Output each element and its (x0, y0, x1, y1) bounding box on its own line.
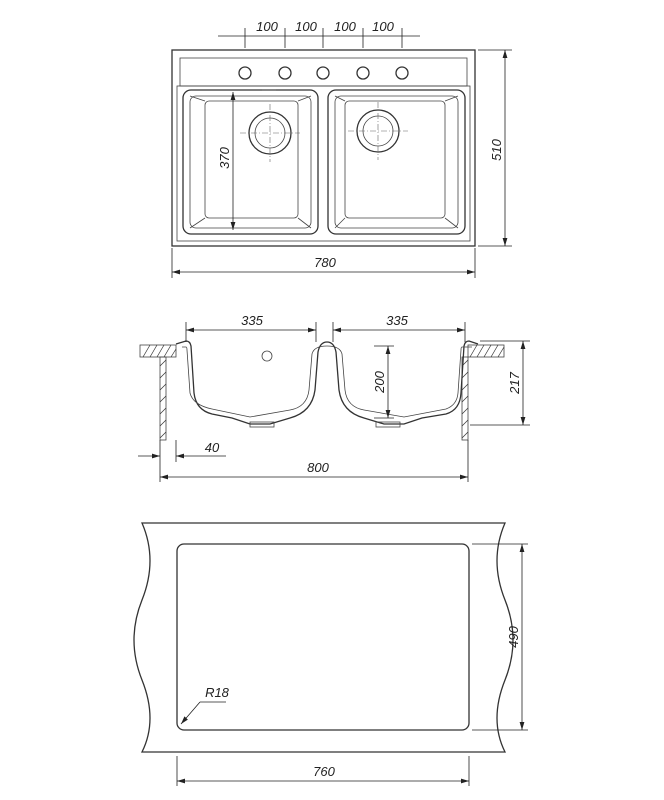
bowl-depth-label: 200 (372, 370, 387, 393)
cutout-width-label: 760 (313, 764, 335, 779)
overall-height-label: 217 (507, 371, 522, 394)
tap-holes (238, 66, 409, 80)
tap-spacing-label-1: 100 (256, 19, 278, 34)
sink-profile-inner (182, 345, 472, 418)
rim-overhang-dimension: 40 (138, 440, 226, 462)
cabinet-side-left (159, 356, 167, 441)
left-bowl (182, 89, 319, 235)
bowl-length-dimension: 370 (217, 92, 236, 230)
overall-depth-label: 510 (489, 138, 504, 160)
corner-radius-label: R18 (205, 685, 230, 700)
cutout-opening (176, 543, 470, 731)
right-drain-socket (375, 421, 401, 428)
corner-radius-callout: R18 (180, 685, 230, 725)
section-width-dimension: 800 (159, 440, 469, 482)
top-view: 100 100 100 100 370 510 780 (171, 19, 512, 278)
section-view: 335 335 200 217 40 (138, 313, 530, 482)
cutout-view: R18 490 760 (133, 522, 528, 786)
overflow-hole-icon (261, 350, 273, 362)
countertop-left (139, 344, 177, 358)
overall-depth-dimension: 510 (478, 49, 512, 247)
bowl-depth-dimension: 200 (372, 345, 394, 419)
countertop-outline (133, 522, 514, 753)
right-bowl-width-dimension: 335 (332, 313, 466, 342)
cutout-depth-dimension: 490 (472, 543, 528, 731)
cutout-width-dimension: 760 (176, 756, 470, 786)
top-width-dimension: 780 (171, 248, 476, 278)
tap-spacing-label-4: 100 (372, 19, 394, 34)
tap-spacing-dimension: 100 100 100 100 (218, 19, 420, 48)
tap-spacing-label-2: 100 (295, 19, 317, 34)
cutout-depth-label: 490 (506, 625, 521, 647)
top-width-label: 780 (314, 255, 336, 270)
overall-height-dimension: 217 (470, 340, 530, 426)
rim-overhang-label: 40 (205, 440, 220, 455)
countertop-right (467, 344, 505, 358)
cabinet-side-right (461, 356, 469, 441)
section-width-label: 800 (307, 460, 329, 475)
bowl-length-label: 370 (217, 146, 232, 168)
tap-spacing-label-3: 100 (334, 19, 356, 34)
left-bowl-width-dimension: 335 (185, 313, 317, 342)
right-bowl (327, 89, 466, 235)
left-drain-socket (249, 421, 275, 428)
right-bowl-width-label: 335 (386, 313, 408, 328)
left-bowl-width-label: 335 (241, 313, 263, 328)
